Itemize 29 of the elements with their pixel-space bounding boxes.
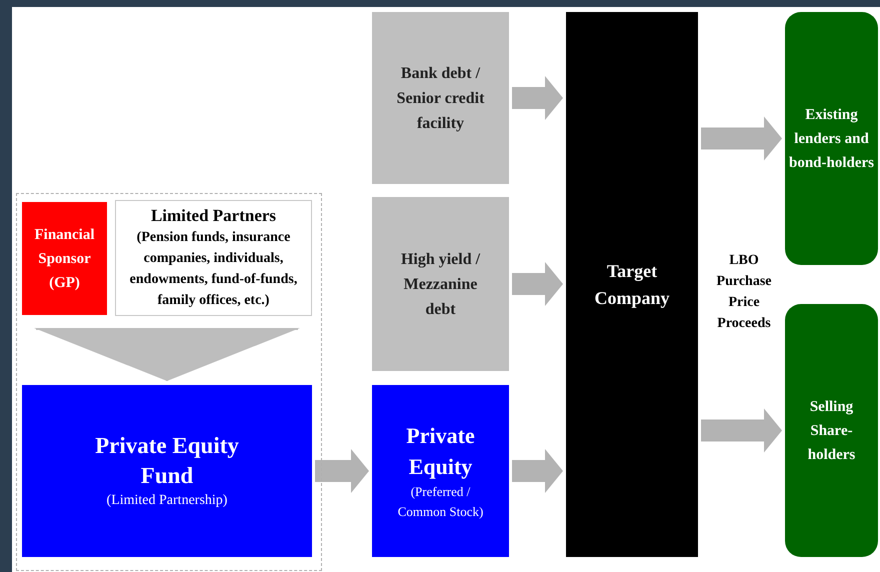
block-arrow <box>701 116 782 160</box>
box-title: Target Company <box>593 260 670 310</box>
process-box <box>22 202 107 315</box>
box-title: Bank debt / Senior credit facility <box>396 64 486 134</box>
block-arrow <box>512 76 563 120</box>
box-title: Limited Partners <box>150 205 276 227</box>
process-box <box>566 12 698 557</box>
box-text: (Preferred / Common Stock) <box>396 483 484 521</box>
rounded-box <box>785 304 878 557</box>
process-box <box>22 385 312 557</box>
box-title: High yield / Mezzanine debt <box>400 250 482 320</box>
box-text: (Limited Partnership) <box>106 492 228 510</box>
box-text: (Pension funds, insurance companies, individuals, endowments, fund-of-funds, family offices, etc.) <box>128 229 298 310</box>
box-title: Existing lenders and bond-holders <box>788 106 876 172</box>
note-text: LBO Purchase Price Proceeds <box>716 252 772 333</box>
block-arrow <box>512 449 563 493</box>
block-arrow <box>512 262 563 306</box>
box-title: Private Equity <box>405 422 476 481</box>
block-arrow <box>315 449 369 493</box>
group-frame <box>16 193 322 571</box>
process-box <box>372 197 509 371</box>
block-arrow <box>701 408 782 452</box>
process-box <box>372 385 509 557</box>
process-box <box>372 12 509 184</box>
box-title: Selling Share-holders <box>806 398 856 464</box>
rounded-box <box>785 12 878 265</box>
box-title: Private Equity Fund <box>94 432 240 490</box>
process-box <box>115 200 312 316</box>
box-title: Financial Sponsor (GP) <box>33 226 96 292</box>
